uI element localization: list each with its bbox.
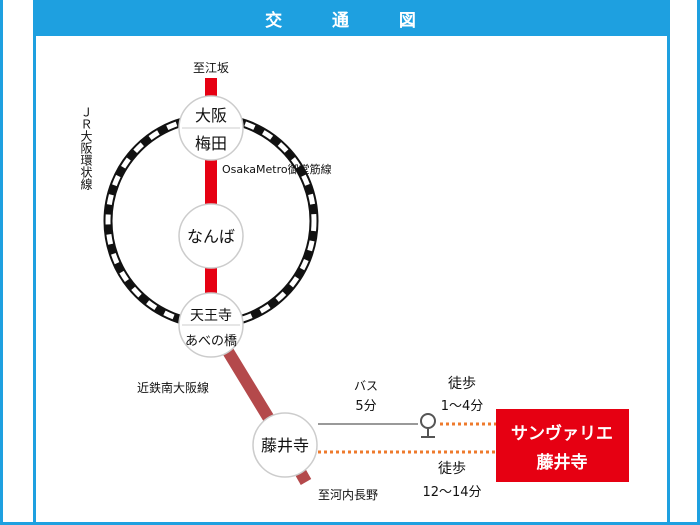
label-kintetsu: 近鉄南大阪線	[137, 380, 209, 395]
destination-name-line2: 藤井寺	[537, 452, 588, 473]
station-namba-label: なんば	[187, 227, 235, 246]
station-tennoji-line2: あべの橋	[185, 334, 237, 349]
station-umeda-line2: 梅田	[195, 134, 227, 153]
station-tennoji-line1: 天王寺	[190, 308, 232, 324]
label-to-kawachinagano: 至河内長野	[318, 488, 378, 502]
station-umeda-line1: 大阪	[195, 106, 227, 125]
label-bus: バス	[354, 379, 378, 393]
label-walk2-time: 12～14分	[422, 485, 481, 500]
label-walk2: 徒歩	[438, 461, 466, 477]
label-walk1-time: 1～4分	[441, 399, 484, 414]
left-border	[33, 36, 36, 525]
page-title: 交 通 図	[33, 0, 670, 36]
destination-box	[496, 409, 629, 482]
label-jr-loop-text: ＪＲ大阪環状線	[79, 106, 93, 190]
station-namba	[178, 203, 244, 269]
station-fujiidera	[252, 412, 318, 478]
station-fujiidera-label: 藤井寺	[261, 436, 309, 455]
station-tennoji	[178, 292, 244, 358]
label-bus-time: 5分	[355, 399, 376, 414]
label-metro-line: OsakaMetro御堂筋線	[222, 162, 332, 176]
destination-name-line1: サンヴァリエ	[511, 423, 613, 444]
station-umeda	[178, 95, 244, 161]
label-walk1: 徒歩	[448, 376, 476, 392]
bus-stop-icon	[420, 413, 436, 438]
label-jr-loop: ＪＲ大阪環状線	[79, 106, 93, 190]
label-to-esaka: 至江坂	[193, 61, 229, 75]
right-border	[667, 36, 670, 525]
